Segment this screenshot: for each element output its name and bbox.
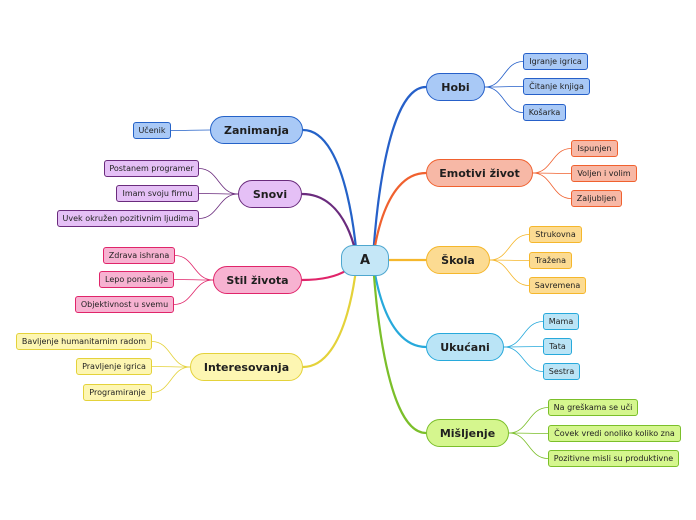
subtopic-mama[interactable]: Mama bbox=[543, 313, 579, 330]
branch-topic-stil-zivota[interactable]: Stil života bbox=[213, 266, 302, 294]
subtopic-connector bbox=[489, 259, 530, 261]
branch-topic-skola[interactable]: Škola bbox=[426, 246, 490, 274]
subtopic-voljen-i-volim[interactable]: Voljen i volim bbox=[571, 165, 637, 182]
subtopic-zdrava-ishrana[interactable]: Zdrava ishrana bbox=[103, 247, 175, 264]
subtopic-connector bbox=[484, 86, 524, 113]
subtopic-covek-vredi-onoliko-koliko-zna[interactable]: Čovek vredi onoliko koliko zna bbox=[548, 425, 681, 442]
subtopic-connector bbox=[173, 279, 214, 281]
subtopic-objektivnost-u-svemu[interactable]: Objektivnost u svemu bbox=[75, 296, 174, 313]
subtopic-uvek-okruzen-pozitivnim-ljudima[interactable]: Uvek okružen pozitivnim ljudima bbox=[57, 210, 199, 227]
subtopic-connector bbox=[532, 172, 572, 199]
subtopic-ucenik[interactable]: Učenik bbox=[133, 122, 171, 139]
subtopic-pozitivne-misli-su-produktivne[interactable]: Pozitivne misli su produktivne bbox=[548, 450, 679, 467]
branch-topic-misljenje[interactable]: Mišljenje bbox=[426, 419, 509, 447]
subtopic-connector bbox=[489, 259, 530, 286]
subtopic-citanje-knjiga[interactable]: Čitanje knjiga bbox=[523, 78, 590, 95]
subtopic-savremena[interactable]: Savremena bbox=[529, 277, 586, 294]
subtopic-connector bbox=[151, 366, 191, 368]
subtopic-programiranje[interactable]: Programiranje bbox=[83, 384, 152, 401]
subtopic-connector bbox=[503, 346, 544, 348]
subtopic-kosarka[interactable]: Košarka bbox=[523, 104, 566, 121]
subtopic-connector bbox=[198, 168, 239, 195]
central-topic[interactable]: A bbox=[341, 245, 389, 276]
subtopic-connector bbox=[198, 193, 239, 219]
subtopic-connector bbox=[508, 407, 549, 434]
subtopic-connector bbox=[151, 341, 191, 368]
subtopic-ispunjen[interactable]: Ispunjen bbox=[571, 140, 618, 157]
subtopic-sestra[interactable]: Sestra bbox=[543, 363, 580, 380]
subtopic-pravljenje-igrica[interactable]: Pravljenje igrica bbox=[76, 358, 152, 375]
subtopic-strukovna[interactable]: Strukovna bbox=[529, 226, 582, 243]
subtopic-connector bbox=[151, 366, 191, 393]
subtopic-tata[interactable]: Tata bbox=[543, 338, 572, 355]
subtopic-connector bbox=[532, 148, 572, 174]
subtopic-connector bbox=[170, 129, 211, 131]
branch-topic-emotivi-zivot[interactable]: Emotivi život bbox=[426, 159, 533, 187]
branch-topic-interesovanja[interactable]: Interesovanja bbox=[190, 353, 303, 381]
subtopic-connector bbox=[489, 234, 530, 261]
subtopic-postanem-programer[interactable]: Postanem programer bbox=[104, 160, 199, 177]
branch-topic-zanimanja[interactable]: Zanimanja bbox=[210, 116, 303, 144]
subtopic-lepo-ponasanje[interactable]: Lepo ponašanje bbox=[99, 271, 174, 288]
subtopic-na-greskama-se-uci[interactable]: Na greškama se uči bbox=[548, 399, 638, 416]
subtopic-connector bbox=[484, 86, 524, 88]
subtopic-connector bbox=[532, 172, 572, 174]
subtopic-connector bbox=[503, 321, 544, 348]
subtopic-connector bbox=[198, 193, 239, 195]
subtopic-imam-svoju-firmu[interactable]: Imam svoju firmu bbox=[116, 185, 199, 202]
subtopic-bavljenje-humanitarnim-radom[interactable]: Bavljenje humanitarnim radom bbox=[16, 333, 152, 350]
subtopic-trazena[interactable]: Tražena bbox=[529, 252, 572, 269]
subtopic-connector bbox=[173, 279, 214, 305]
subtopic-igranje-igrica[interactable]: Igranje igrica bbox=[523, 53, 588, 70]
subtopic-zaljubljen[interactable]: Zaljubljen bbox=[571, 190, 622, 207]
subtopic-connector bbox=[508, 432, 549, 434]
subtopic-connector bbox=[503, 346, 544, 372]
subtopic-connector bbox=[484, 61, 524, 88]
subtopic-connector bbox=[508, 432, 549, 459]
branch-topic-ukucani[interactable]: Ukućani bbox=[426, 333, 504, 361]
branch-topic-snovi[interactable]: Snovi bbox=[238, 180, 302, 208]
subtopic-connector bbox=[174, 255, 214, 281]
branch-topic-hobi[interactable]: Hobi bbox=[426, 73, 485, 101]
